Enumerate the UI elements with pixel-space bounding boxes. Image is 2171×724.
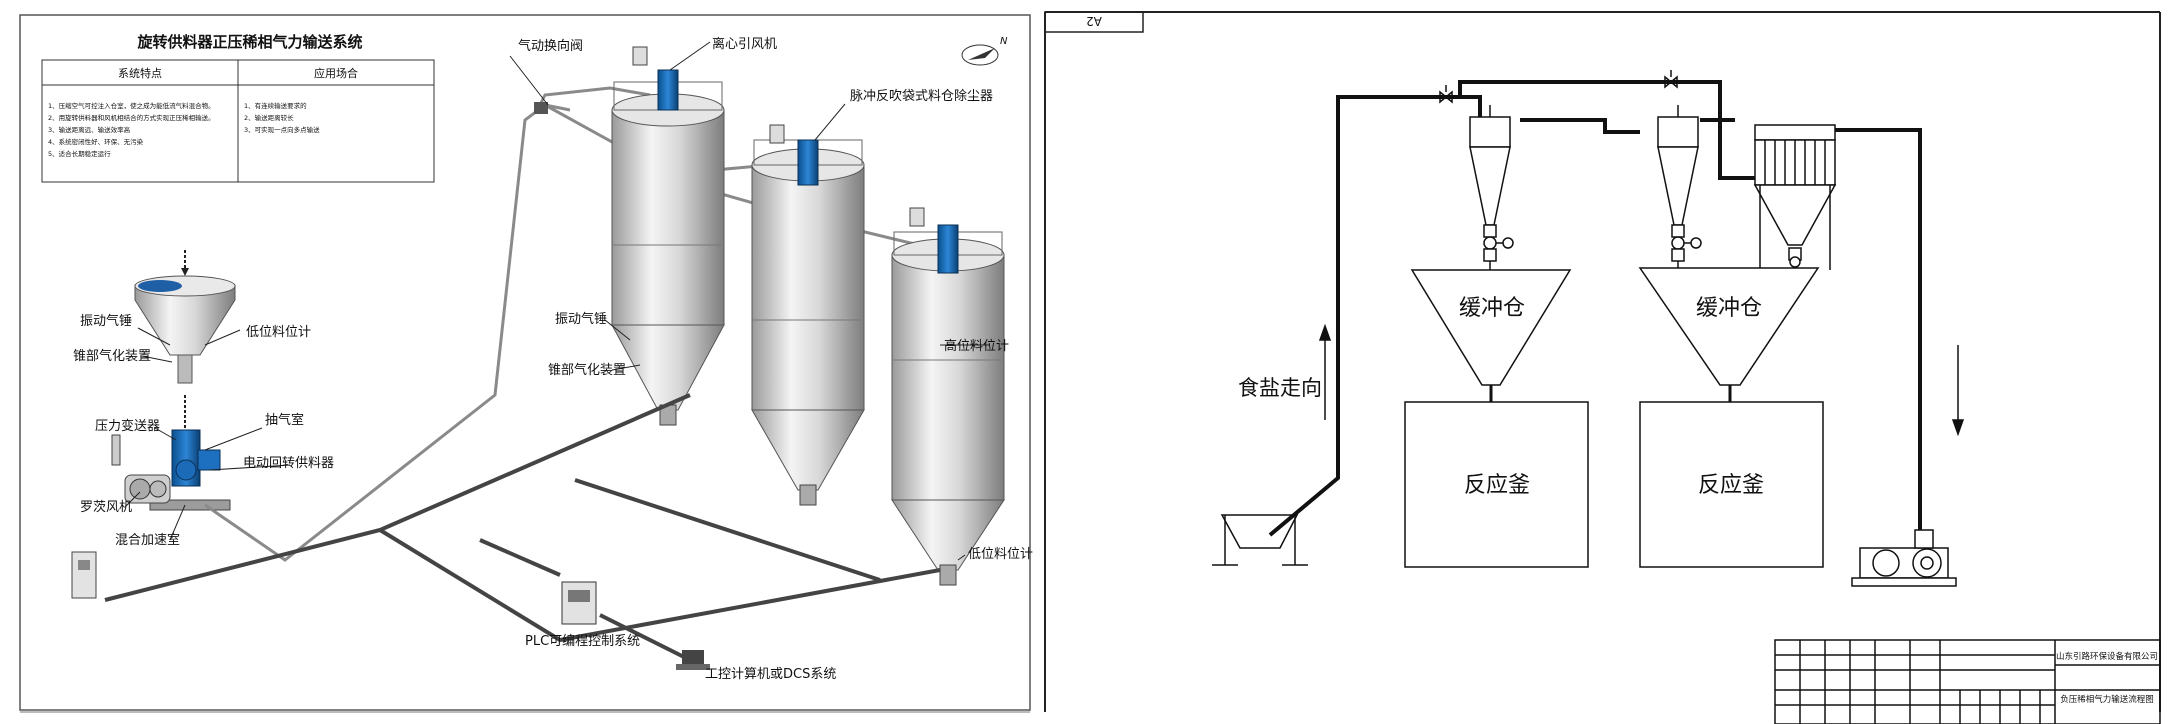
label-roots-blower: 罗茨风机 <box>80 500 132 515</box>
rotary-valve-icon <box>1671 224 1702 262</box>
left-border <box>19 14 1031 711</box>
reactor-1 <box>1404 401 1589 568</box>
feed-hopper <box>1212 514 1308 566</box>
application-item: 3、可实现一点向多点输送 <box>244 125 320 134</box>
bag-filter <box>1753 124 1837 270</box>
label-cone-aeration-left: 锥部气化装置 <box>73 348 151 364</box>
label-vibrator-right: 振动气锤 <box>555 311 607 327</box>
salt-direction-label: 食盐走向 <box>1238 376 1322 400</box>
rotary-feeder <box>111 395 231 511</box>
table-header-applications: 应用场合 <box>314 66 358 80</box>
exhaust-flow-arrow <box>1951 345 1965 437</box>
label-centrifugal-fan: 离心引风机 <box>712 36 777 52</box>
feature-item: 1、压缩空气可控注入仓室，使之成为能低流气料混合物。 <box>48 101 215 110</box>
label-vibrator-left: 振动气锤 <box>80 313 132 329</box>
buffer-bin-1-label: 缓冲仓 <box>1459 296 1525 321</box>
fan-2-icon <box>797 139 819 186</box>
reactor-1-label: 反应釜 <box>1464 473 1530 498</box>
cyclone-separator-1 <box>1469 105 1511 226</box>
buffer-bin-2-label: 缓冲仓 <box>1696 296 1762 321</box>
roots-blower <box>124 474 171 504</box>
label-rotary-feeder: 电动回转供料器 <box>243 456 334 471</box>
silo-2 <box>751 124 865 506</box>
label-dcs: 工控计算机或DCS系统 <box>705 667 836 682</box>
feature-item: 3、输送距离远、输送效率高 <box>48 125 131 134</box>
left-panel: 旋转供料器正压稀相气力输送系统 系统特点 应用场合 1、压缩空气可控注入仓室，使… <box>19 14 1033 713</box>
corner-tag: A2 <box>1086 14 1102 28</box>
corner-tag-box <box>1044 11 1144 33</box>
rotary-valve-icon <box>1483 224 1514 262</box>
title-block-company: 山东引路环保设备有限公司 <box>2056 651 2158 662</box>
pressure-gauge-icon <box>111 434 121 466</box>
label-mixing-chamber: 混合加速室 <box>115 532 180 548</box>
label-pneumatic-valve: 气动换向阀 <box>518 38 583 54</box>
label-pulse-dust-collector: 脉冲反吹袋式料仓除尘器 <box>850 89 993 104</box>
label-low-level-right: 低位料位计 <box>968 547 1033 562</box>
feature-item: 5、适合长期稳定运行 <box>48 149 111 158</box>
label-plc: PLC可编程控制系统 <box>525 634 640 649</box>
table-header-features: 系统特点 <box>118 66 162 80</box>
buffer-bin-2 <box>1638 261 1820 402</box>
svg-text:N: N <box>1000 36 1008 47</box>
reactor-2-label: 反应釜 <box>1698 473 1764 498</box>
computer-icon <box>676 650 710 670</box>
silo-1 <box>611 46 725 426</box>
plc-cabinet <box>561 581 597 625</box>
control-signal-lines <box>104 393 941 662</box>
application-item: 2、输送距离较长 <box>244 113 294 122</box>
silo-3 <box>891 207 1005 586</box>
buffer-bin-1 <box>1410 261 1572 402</box>
application-item: 1、有连续输送要求的 <box>244 101 307 110</box>
reactor-2 <box>1639 401 1824 568</box>
label-low-level-left: 低位料位计 <box>246 325 311 340</box>
fan-1-icon <box>657 69 679 111</box>
label-high-level: 高位料位计 <box>944 338 1009 354</box>
feature-item: 2、用旋转供料器和风机相结合的方式实现正压稀相输送。 <box>48 113 215 122</box>
valve-icon <box>1439 70 1678 104</box>
salt-flow-arrow <box>1318 323 1332 420</box>
fan-3-icon <box>937 224 959 274</box>
cyclone-separator-2 <box>1657 105 1699 226</box>
feature-item: 4、系统密闭性好、环保、无污染 <box>48 137 144 146</box>
feature-table: 系统特点 应用场合 1、压缩空气可控注入仓室，使之成为能低流气料混合物。 2、用… <box>41 59 435 183</box>
source-hopper <box>134 250 236 384</box>
title-block <box>1774 639 2161 724</box>
title-block-drawing-name: 负压稀相气力输送流程图 <box>2060 694 2154 705</box>
left-title: 旋转供料器正压稀相气力输送系统 <box>136 33 362 51</box>
local-control-cabinet <box>71 551 97 599</box>
label-cone-aeration-right: 锥部气化装置 <box>548 362 626 378</box>
leader-lines <box>124 41 990 561</box>
label-pressure-transmitter: 压力变送器 <box>95 418 160 434</box>
right-panel: A2 <box>1044 11 2161 724</box>
vacuum-blower-icon <box>1851 525 1957 587</box>
label-exhaust-chamber: 抽气室 <box>265 412 304 428</box>
compass-icon: N <box>961 36 1008 66</box>
